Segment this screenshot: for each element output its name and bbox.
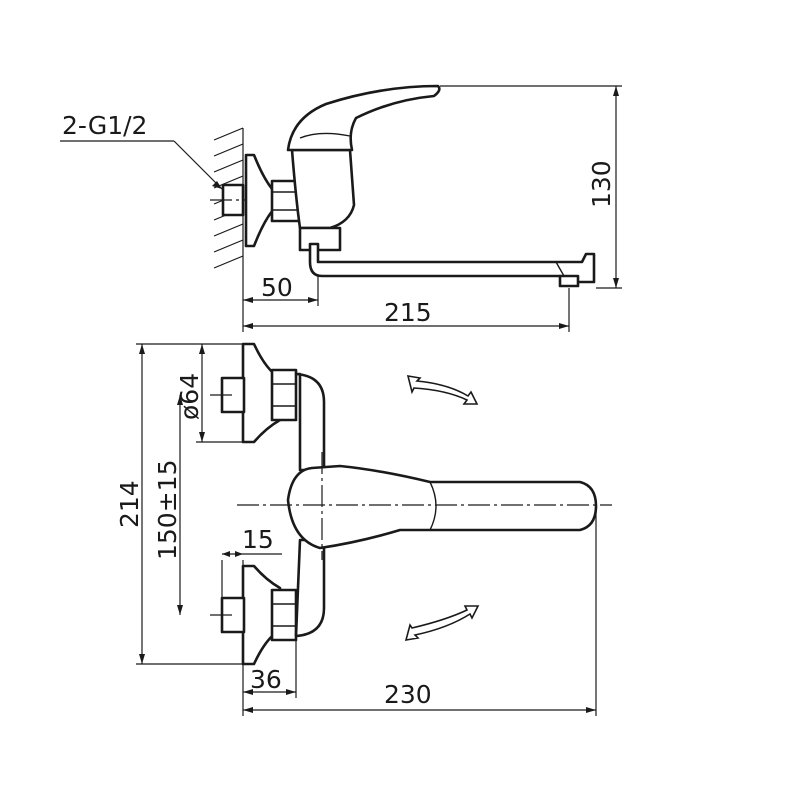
dim-flange-dia-label: ø64 [175,373,204,420]
dim-height: 130 [440,85,622,289]
dim-offset-label: 50 [261,273,293,302]
aerator [558,274,580,288]
spout-swivel [298,226,342,252]
dim-thread-depth-label: 15 [242,525,274,554]
dim-reach-side: 215 [243,288,570,332]
top-view: ø64 150±15 214 15 [115,342,612,716]
dim-reach-top-label: 230 [384,680,432,709]
dim-overall-height: 214 [115,343,248,665]
dim-reach-side-label: 215 [384,298,432,327]
dim-centers: 150±15 [153,395,183,615]
top-lever-handle [286,464,598,550]
side-lever-handle [286,84,441,152]
dim-height-label: 130 [587,160,616,208]
top-nut-upper [270,368,298,422]
dim-thread-depth: 15 [221,525,282,598]
side-body [290,148,356,230]
dim-centers-label: 150±15 [153,460,182,560]
dim-reach-top: 230 [242,510,597,716]
side-spout-pipe [308,242,596,284]
rotation-arrow-icon [404,605,480,641]
top-nut-lower [270,588,298,642]
rotation-arrow-icon [406,375,479,405]
top-bar-upper [294,372,326,472]
side-view: 2-G1/2 50 215 130 [60,84,622,332]
connection-callout: 2-G1/2 [60,111,223,190]
top-bar-lower [294,538,326,638]
dim-body-width: 36 [243,640,297,698]
dim-overall-height-label: 214 [115,480,144,528]
connection-label: 2-G1/2 [62,111,147,140]
dim-body-width-label: 36 [250,665,282,694]
dim-offset: 50 [242,270,319,332]
